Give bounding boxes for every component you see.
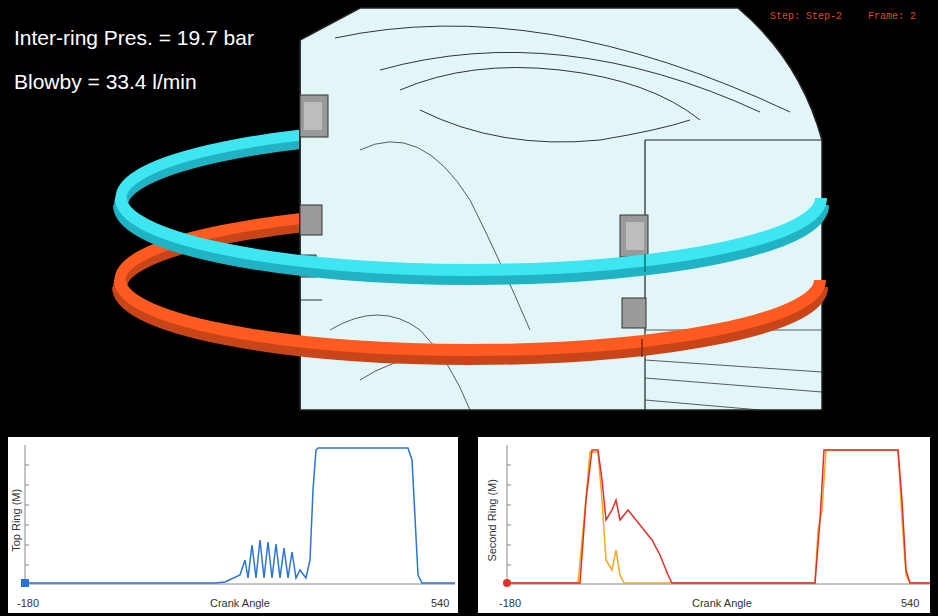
second-ring-chart [478, 437, 930, 613]
axis-tick-label: -180 [499, 597, 521, 610]
second-ring-chart-panel: Second Ring (M) -180 Crank Angle 540 [478, 437, 930, 613]
top-ring-chart-panel: Top Ring (M) -180 Crank Angle 540 [8, 437, 458, 613]
pressure-readout: Inter-ring Pres. = 19.7 bar [14, 26, 254, 50]
ring-grooves [300, 95, 648, 328]
ring-back-arcs [120, 126, 301, 287]
axis-title: Top Ring (M) [10, 488, 23, 551]
step-indicator: Step: Step-2 [770, 11, 842, 23]
frame-indicator: Frame: 2 [868, 11, 916, 23]
axis-tick-label: 540 [431, 597, 449, 610]
axis-tick-label: 540 [901, 597, 919, 610]
axis-title: Second Ring (M) [485, 479, 498, 562]
axis-title: Crank Angle [210, 597, 270, 610]
top-ring [121, 198, 821, 277]
axis-tick-label: -180 [17, 597, 39, 610]
second-ring [120, 280, 820, 357]
axis-title: Crank Angle [692, 597, 752, 610]
top-ring-chart [8, 437, 458, 613]
blowby-readout: Blowby = 33.4 l/min [14, 70, 197, 94]
